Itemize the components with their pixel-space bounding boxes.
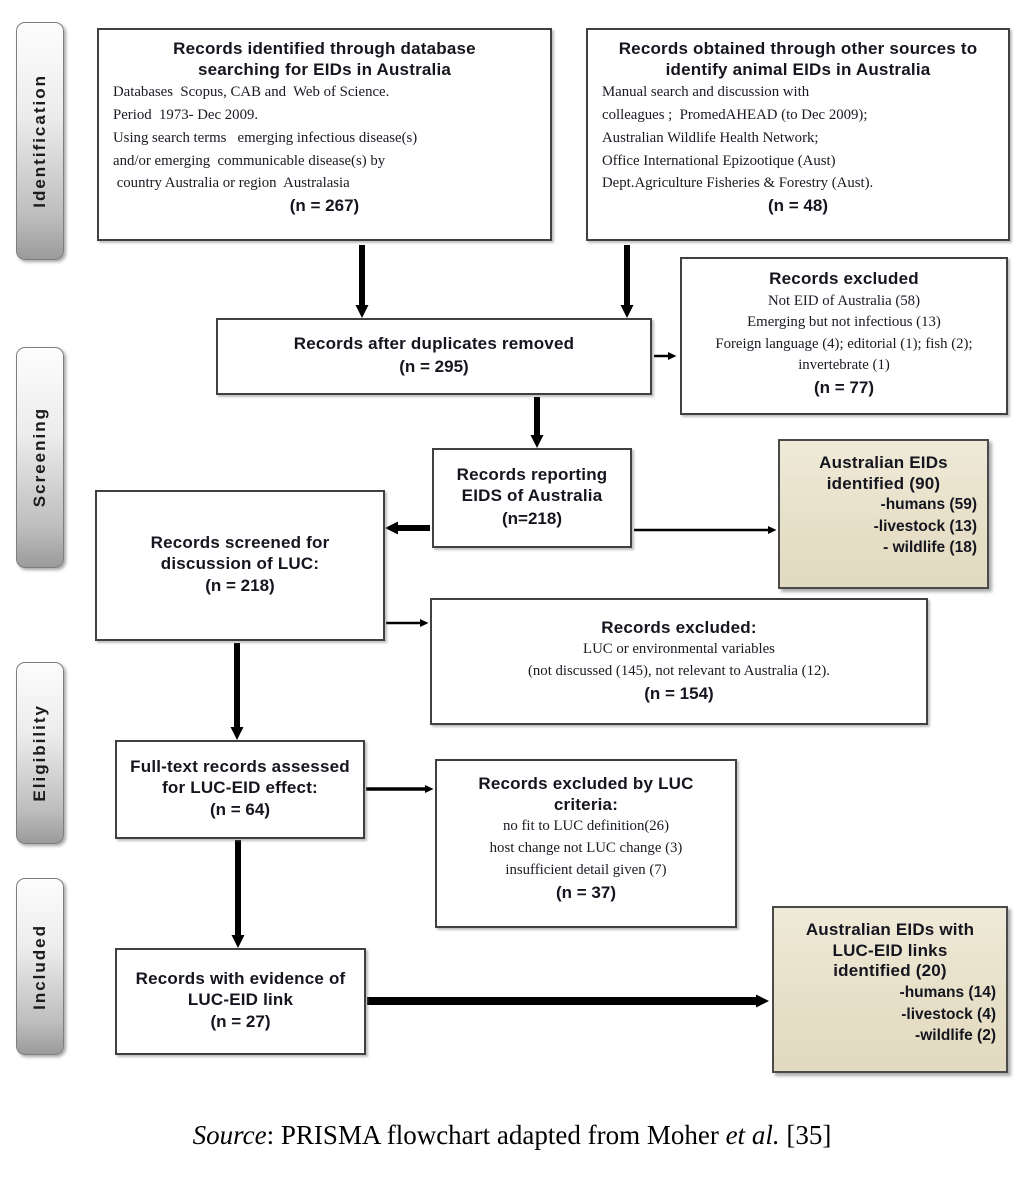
box-australian-eids-identified: Australian EIDs identified (90) -humans … — [778, 439, 989, 589]
caption-etal: et al. — [725, 1120, 780, 1150]
box-title: Records screened for discussion of LUC: — [150, 532, 330, 573]
box-title: Australian EIDs identified (90) — [819, 453, 948, 493]
box-records-excluded-env: Records excluded: LUC or environmental v… — [430, 598, 928, 725]
box-body-line: Databases Scopus, CAB and Web of Science… — [113, 84, 390, 101]
box-count: (n = 77) — [814, 377, 874, 397]
box-title: Full-text records assessed for LUC-EID e… — [130, 756, 350, 797]
box-body-line: colleagues ; PromedAHEAD (to Dec 2009); — [602, 107, 868, 124]
box-count: (n = 48) — [768, 195, 828, 215]
box-item: - wildlife (18) — [883, 539, 977, 557]
box-body-line: (not discussed (145), not relevant to Au… — [527, 662, 831, 679]
box-count: (n = 295) — [399, 356, 469, 376]
box-duplicates-removed: Records after duplicates removed (n = 29… — [216, 318, 652, 395]
box-count: (n = 37) — [556, 882, 616, 902]
box-count: (n = 218) — [205, 576, 275, 596]
box-records-excluded-screening: Records excluded Not EID of Australia (5… — [680, 257, 1008, 415]
box-body-line: Dept.Agriculture Fisheries & Forestry (A… — [602, 175, 874, 192]
box-body-line: Foreign language (4); editorial (1); fis… — [715, 336, 977, 373]
box-title: Records excluded — [769, 269, 919, 288]
box-body-line: no fit to LUC definition(26) — [502, 818, 670, 835]
box-body-line: Manual search and discussion with — [602, 84, 810, 101]
box-item: -livestock (4) — [901, 1005, 996, 1023]
box-count: (n = 27) — [210, 1012, 271, 1032]
box-item: -livestock (13) — [873, 517, 977, 535]
box-other-sources: Records obtained through other sources t… — [586, 28, 1010, 241]
box-screened-for-luc: Records screened for discussion of LUC: … — [95, 490, 385, 641]
box-title: Records with evidence of LUC-EID link — [135, 968, 346, 1009]
stage-label: Eligibility — [30, 704, 49, 802]
box-body-line: Office International Epizootique (Aust) — [602, 152, 836, 169]
box-title: Records obtained through other sources t… — [618, 39, 978, 79]
box-reporting-eids: Records reporting EIDS of Australia (n=2… — [432, 448, 632, 548]
box-title: Records excluded by LUC criteria: — [478, 774, 694, 814]
stage-label: Identification — [30, 74, 49, 208]
box-title: Records identified through database sear… — [173, 39, 476, 79]
box-count: (n=218) — [502, 508, 562, 528]
box-title: Australian EIDs with LUC-EID links ident… — [805, 920, 975, 981]
box-title: Records excluded: — [601, 617, 757, 637]
box-body-line: Not EID of Australia (58) — [767, 292, 921, 309]
box-count: (n = 64) — [210, 800, 270, 820]
stage-label: Screening — [30, 407, 49, 508]
box-body-line: Australian Wildlife Health Network; — [602, 129, 819, 146]
box-item: -humans (59) — [880, 496, 977, 514]
source-caption: Source: PRISMA flowchart adapted from Mo… — [0, 1120, 1024, 1151]
stage-tab-eligibility: Eligibility — [16, 662, 64, 844]
stage-tab-included: Included — [16, 878, 64, 1055]
stage-tab-screening: Screening — [16, 347, 64, 568]
caption-source-word: Source — [192, 1120, 267, 1150]
box-body-line: insufficient detail given (7) — [505, 861, 667, 878]
box-body-line: LUC or environmental variables — [583, 641, 775, 658]
box-count: (n = 267) — [289, 195, 360, 215]
box-item: -humans (14) — [899, 984, 996, 1002]
box-fulltext-assessed: Full-text records assessed for LUC-EID e… — [115, 740, 365, 839]
box-body-line: and/or emerging communicable disease(s) … — [113, 152, 386, 169]
box-title: Records after duplicates removed — [293, 334, 575, 354]
box-australian-eids-luc-links: Australian EIDs with LUC-EID links ident… — [772, 906, 1008, 1073]
box-count: (n = 154) — [644, 683, 714, 703]
box-item: -wildlife (2) — [915, 1026, 996, 1044]
caption-text: : PRISMA flowchart adapted from Moher — [266, 1120, 726, 1150]
box-body-line: country Australia or region Australasia — [113, 175, 350, 192]
stage-tab-identification: Identification — [16, 22, 64, 260]
box-body-line: host change not LUC change (3) — [489, 840, 683, 857]
box-body-line: Emerging but not infectious (13) — [747, 314, 941, 331]
box-body-line: Period 1973- Dec 2009. — [113, 107, 259, 124]
box-excluded-by-luc-criteria: Records excluded by LUC criteria: no fit… — [435, 759, 737, 928]
box-title: Records reporting EIDS of Australia — [456, 465, 608, 506]
caption-citation: [35] — [779, 1120, 832, 1150]
box-evidence-luc-eid-link: Records with evidence of LUC-EID link (n… — [115, 948, 366, 1055]
stage-label: Included — [30, 923, 49, 1010]
box-body-line: Using search terms emerging infectious d… — [113, 129, 418, 146]
box-database-search: Records identified through database sear… — [97, 28, 552, 241]
